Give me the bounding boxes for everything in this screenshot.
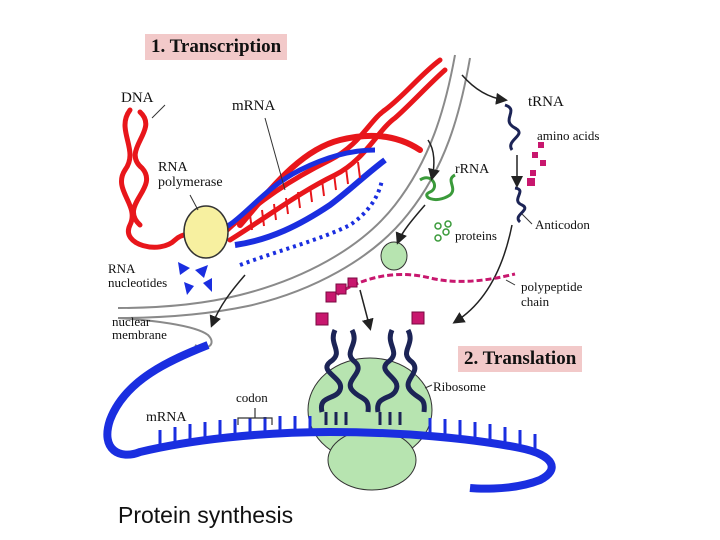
label-proteins: proteins (455, 228, 497, 243)
label-nuclear-membrane-line1: nuclear (112, 314, 151, 329)
trna-top (504, 103, 521, 151)
trna-anticodon (514, 186, 527, 224)
rna-nucleotides (178, 262, 212, 295)
label-rna-nucleotides-line1: RNA (108, 261, 136, 276)
label-anticodon: Anticodon (535, 217, 590, 232)
mrna-bottom-strand (103, 341, 556, 493)
label-mrna-top: mRNA (232, 98, 276, 114)
label-codon: codon (236, 390, 268, 405)
rna-polymerase-shape (183, 205, 229, 259)
leader-lines (151, 104, 533, 389)
label-mrna-bottom: mRNA (146, 410, 187, 425)
section-translation: 2. Translation (458, 346, 583, 372)
label-polypeptide-line2: chain (521, 294, 550, 309)
rna-ticks (249, 161, 361, 231)
label-rna-polymerase-line1: RNA (158, 160, 188, 175)
rna-polymerase-pointer (189, 194, 199, 211)
rrna-strand (419, 173, 456, 201)
label-amino-acids: amino acids (537, 128, 600, 143)
label-trna: tRNA (528, 94, 564, 110)
ribosome-subunit-small (380, 241, 408, 271)
diagram-title: Protein synthesis (118, 502, 294, 528)
polypeptide-beads (315, 277, 425, 326)
label-rrna: rRNA (455, 162, 490, 177)
label-rna-nucleotides-line2: nucleotides (108, 275, 168, 290)
process-arrows (209, 74, 523, 331)
ribosome-small-subunit (327, 429, 417, 491)
polypeptide-chain (329, 272, 516, 302)
codon-bracket (237, 408, 273, 425)
mrna-codon-ticks (158, 416, 537, 450)
label-dna: DNA (121, 90, 154, 106)
label-rna-polymerase-line2: polymerase (158, 175, 223, 190)
ribosome-trnas (318, 328, 427, 413)
section-transcription: 1. Transcription (145, 34, 288, 60)
trna-anticodon-legs (324, 412, 402, 425)
protein-circles (434, 220, 452, 242)
dna-helix (119, 57, 448, 250)
amino-acid-squares (527, 142, 546, 186)
label-polypeptide-line1: polypeptide (521, 279, 583, 294)
label-nuclear-membrane-line2: membrane (112, 327, 167, 342)
label-ribosome: Ribosome (433, 379, 486, 394)
mrna-transcript (214, 147, 387, 267)
